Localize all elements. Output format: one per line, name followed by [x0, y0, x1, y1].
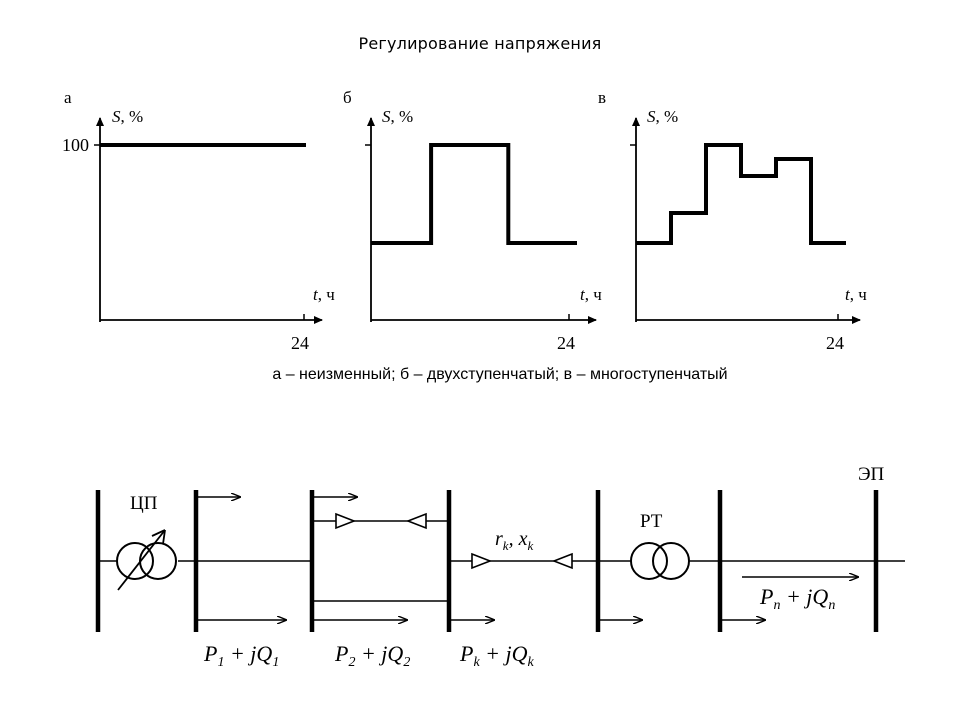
label-cp: ЦП [130, 493, 158, 514]
panel-letter-c: в [598, 88, 606, 107]
flow-label-1: P1 + jQ1 [203, 641, 279, 670]
y-axis-label-b: S, % [382, 107, 413, 126]
rt-transformer-icon [630, 542, 690, 580]
figure-caption: а – неизменный; б – двухступенчатый; в –… [272, 366, 728, 383]
power-scheme: ЦП РТ ЭП rk, xk P1 + jQ1 P2 + jQ2 Pk + j… [95, 464, 905, 670]
cp-transformer-icon [116, 529, 177, 591]
x-axis-label-b: t, ч [580, 285, 602, 304]
x-axis-label-c: t, ч [845, 285, 867, 304]
y-axis-label-c: S, % [647, 107, 678, 126]
page-title: Регулирование напряжения [358, 34, 602, 53]
x-tick-24-a: 24 [291, 333, 309, 353]
label-rt: РТ [640, 511, 663, 532]
x-tick-24-b: 24 [557, 333, 575, 353]
line-k-marker-right [471, 552, 493, 570]
load-profile-c [636, 143, 846, 245]
flow-label-k: Pk + jQk [459, 641, 535, 670]
chart-panel-a: а S, % t, ч 24 100 [62, 88, 335, 353]
x-tick-24-c: 24 [826, 333, 844, 353]
load-profile-b [371, 143, 577, 245]
flow-label-2: P2 + jQ2 [334, 641, 410, 670]
panel-letter-b: б [343, 88, 352, 107]
label-ep: ЭП [858, 464, 885, 485]
flow-label-load: Pп + jQп [759, 584, 835, 613]
line-k-params: rk, xk [495, 528, 533, 553]
panel-letter-a: а [64, 88, 72, 107]
x-axis-label-a: t, ч [313, 285, 335, 304]
y-axis-label-a: S, % [112, 107, 143, 126]
line-marker-right [335, 512, 357, 530]
line-k-marker-left [551, 552, 573, 570]
chart-panel-b: б S, % t, ч 24 [343, 88, 602, 353]
chart-panel-c: в S, % t, ч 24 [598, 88, 867, 353]
y-tick-100-a: 100 [62, 135, 89, 155]
line-marker-left [405, 512, 427, 530]
